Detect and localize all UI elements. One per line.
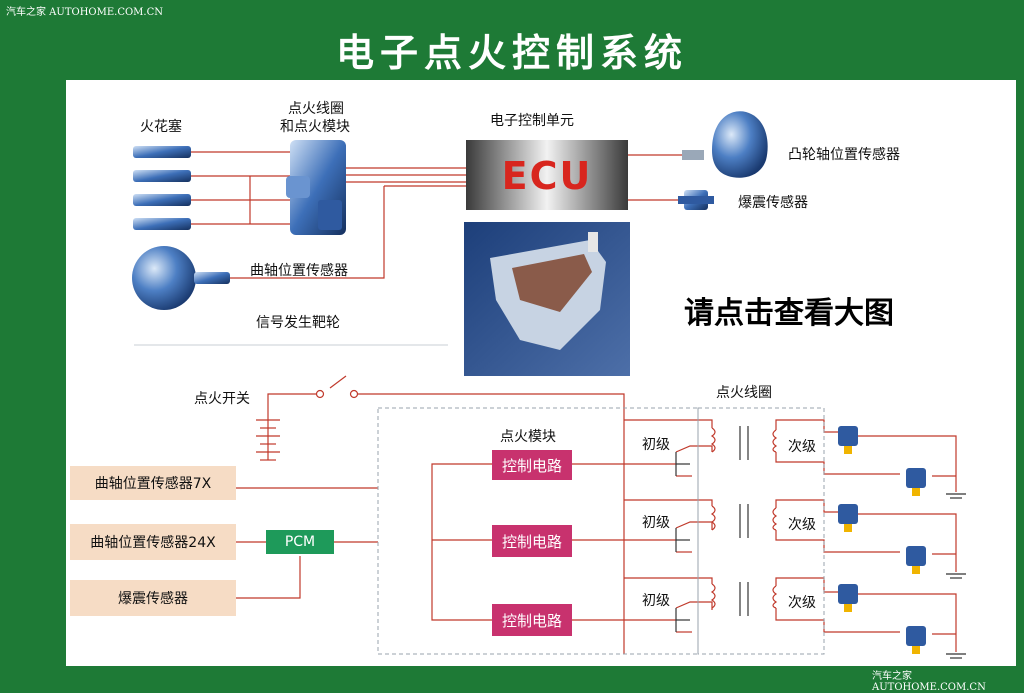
ground-symbols <box>946 493 966 659</box>
plug-wires <box>191 151 292 225</box>
spark-plug-group <box>133 146 191 230</box>
spark-plug-2 <box>133 170 191 182</box>
spark-plug-1 <box>133 146 191 158</box>
module-enclosure <box>377 407 699 655</box>
reluctor-label: 信号发生靶轮 <box>256 315 340 331</box>
module-photo <box>464 222 630 376</box>
circuit-wires <box>236 375 957 654</box>
control-circuit-2: 控制电路 <box>492 525 572 557</box>
ecu-sensor-wires <box>628 154 684 201</box>
sensor-crank-24x: 曲轴位置传感器24X <box>70 524 236 560</box>
coil-label-1: 点火线圈 <box>288 101 344 117</box>
ignition-coil-label: 点火线圈 <box>716 385 772 401</box>
knock-sensor <box>678 190 714 210</box>
spark-plug-3 <box>133 194 191 206</box>
ecu-box <box>466 140 628 210</box>
control-circuit-1: 控制电路 <box>492 450 572 480</box>
switch-contact-1 <box>315 389 325 399</box>
primary-label-2: 初级 <box>642 515 670 531</box>
sensor-crank-7x: 曲轴位置传感器7X <box>70 466 236 500</box>
ecu-label: ECU <box>501 154 593 198</box>
transistors <box>675 452 690 632</box>
secondary-label-3: 次级 <box>788 595 816 611</box>
coil-enclosure <box>697 407 825 655</box>
coil-windings <box>710 427 778 609</box>
sensor-knock: 爆震传感器 <box>70 580 236 616</box>
circuit-spark-plugs <box>838 426 926 654</box>
cam-sensor-label: 凸轮轴位置传感器 <box>788 147 900 163</box>
coil-label-2: 和点火模块 <box>280 119 350 135</box>
coil-cores <box>739 426 749 616</box>
control-circuit-3: 控制电路 <box>492 604 572 636</box>
ecu-unit-label: 电子控制单元 <box>490 113 574 129</box>
pcm-box: PCM <box>266 530 334 554</box>
coil-ecu-wires <box>230 167 466 279</box>
spark-plug-label: 火花塞 <box>140 119 182 135</box>
ignition-module-label: 点火模块 <box>500 429 556 445</box>
reluctor-wheel <box>132 246 230 310</box>
primary-label-1: 初级 <box>642 437 670 453</box>
view-large-image-link[interactable]: 请点击查看大图 <box>684 296 894 331</box>
watermark-bottom: 汽车之家 AUTOHOME.COM.CN <box>872 671 986 693</box>
crank-sensor-label: 曲轴位置传感器 <box>250 263 348 279</box>
secondary-label-1: 次级 <box>788 439 816 455</box>
coil-module <box>286 140 346 235</box>
secondary-label-2: 次级 <box>788 517 816 533</box>
page-title: 电子点火控制系统 <box>335 31 688 75</box>
watermark-top: 汽车之家 AUTOHOME.COM.CN <box>6 7 164 18</box>
ignition-switch-label: 点火开关 <box>194 391 250 407</box>
spark-plug-4 <box>133 218 191 230</box>
knock-sensor-label: 爆震传感器 <box>738 195 808 211</box>
primary-label-3: 初级 <box>642 593 670 609</box>
switch-contact-2 <box>349 389 359 399</box>
cam-sensor <box>682 111 768 178</box>
